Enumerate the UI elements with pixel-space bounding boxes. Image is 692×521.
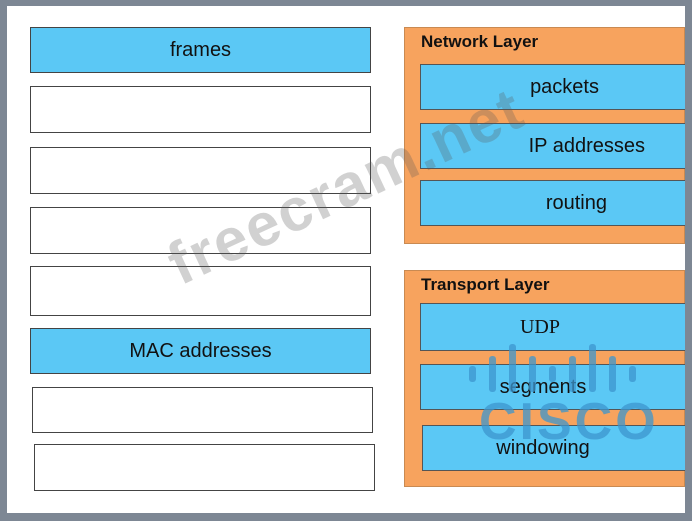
slot-8-empty[interactable]: [34, 444, 375, 491]
chip-label: UDP: [519, 315, 560, 338]
slot-1-frames[interactable]: frames: [30, 27, 371, 73]
transport-layer-title: Transport Layer: [421, 275, 550, 294]
slot-3-empty[interactable]: [30, 147, 371, 194]
slot-label: frames: [169, 38, 232, 61]
slot-4-empty[interactable]: [30, 207, 371, 254]
slot-6-mac-addresses[interactable]: MAC addresses: [30, 328, 371, 374]
network-layer-title: Network Layer: [421, 32, 539, 51]
chip-label: segments: [499, 375, 587, 398]
slot-5-empty[interactable]: [30, 266, 371, 316]
chip-windowing[interactable]: windowing: [422, 425, 685, 471]
chip-packets[interactable]: packets: [420, 64, 685, 110]
slot-label: MAC addresses: [129, 339, 272, 362]
chip-label: packets: [530, 75, 599, 98]
chip-label: routing: [545, 191, 607, 214]
drag-drop-canvas: frames MAC addresses Network Layer packe…: [7, 6, 685, 513]
slot-7-empty[interactable]: [32, 387, 373, 433]
chip-routing[interactable]: routing: [420, 180, 685, 226]
network-layer-group: Network Layer packets IP addresses routi…: [404, 27, 685, 244]
transport-layer-group: Transport Layer UDP segments windowing: [404, 270, 685, 487]
chip-udp[interactable]: UDP: [420, 303, 685, 351]
chip-label: windowing: [496, 436, 590, 459]
chip-segments[interactable]: segments: [420, 364, 685, 410]
chip-label: IP addresses: [528, 134, 645, 157]
slot-2-empty[interactable]: [30, 86, 371, 133]
chip-ip-addresses[interactable]: IP addresses: [420, 123, 685, 169]
